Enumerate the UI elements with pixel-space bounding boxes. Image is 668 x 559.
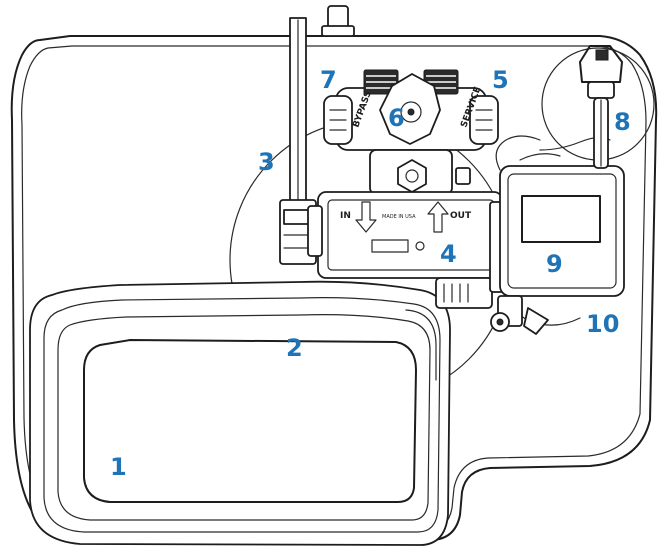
top-connector (321, 5, 355, 37)
made-in-label: MADE IN USA (382, 214, 416, 220)
callout-10: 10 (586, 310, 619, 338)
drain-fitting (490, 295, 549, 335)
callout-4: 4 (440, 240, 457, 268)
callout-8: 8 (614, 108, 631, 136)
vertical-tube (279, 17, 317, 265)
cabinet-outline (10, 35, 658, 541)
cord-clip (541, 45, 655, 169)
outlet-label: OUT (450, 211, 472, 221)
valve-stem (369, 149, 471, 195)
callout-9: 9 (546, 250, 563, 278)
callout-5: 5 (492, 66, 509, 94)
salt-lid (29, 280, 451, 546)
controller-box (499, 165, 625, 297)
callout-3: 3 (258, 148, 275, 176)
bypass-valve: BYPASS SERVICE (323, 69, 499, 151)
callout-1: 1 (110, 453, 127, 481)
control-valve: IN OUT MADE IN USA (317, 191, 503, 309)
callout-6: 6 (388, 104, 405, 132)
callout-2: 2 (286, 334, 303, 362)
inlet-label: IN (340, 211, 351, 221)
callout-7: 7 (320, 66, 337, 94)
